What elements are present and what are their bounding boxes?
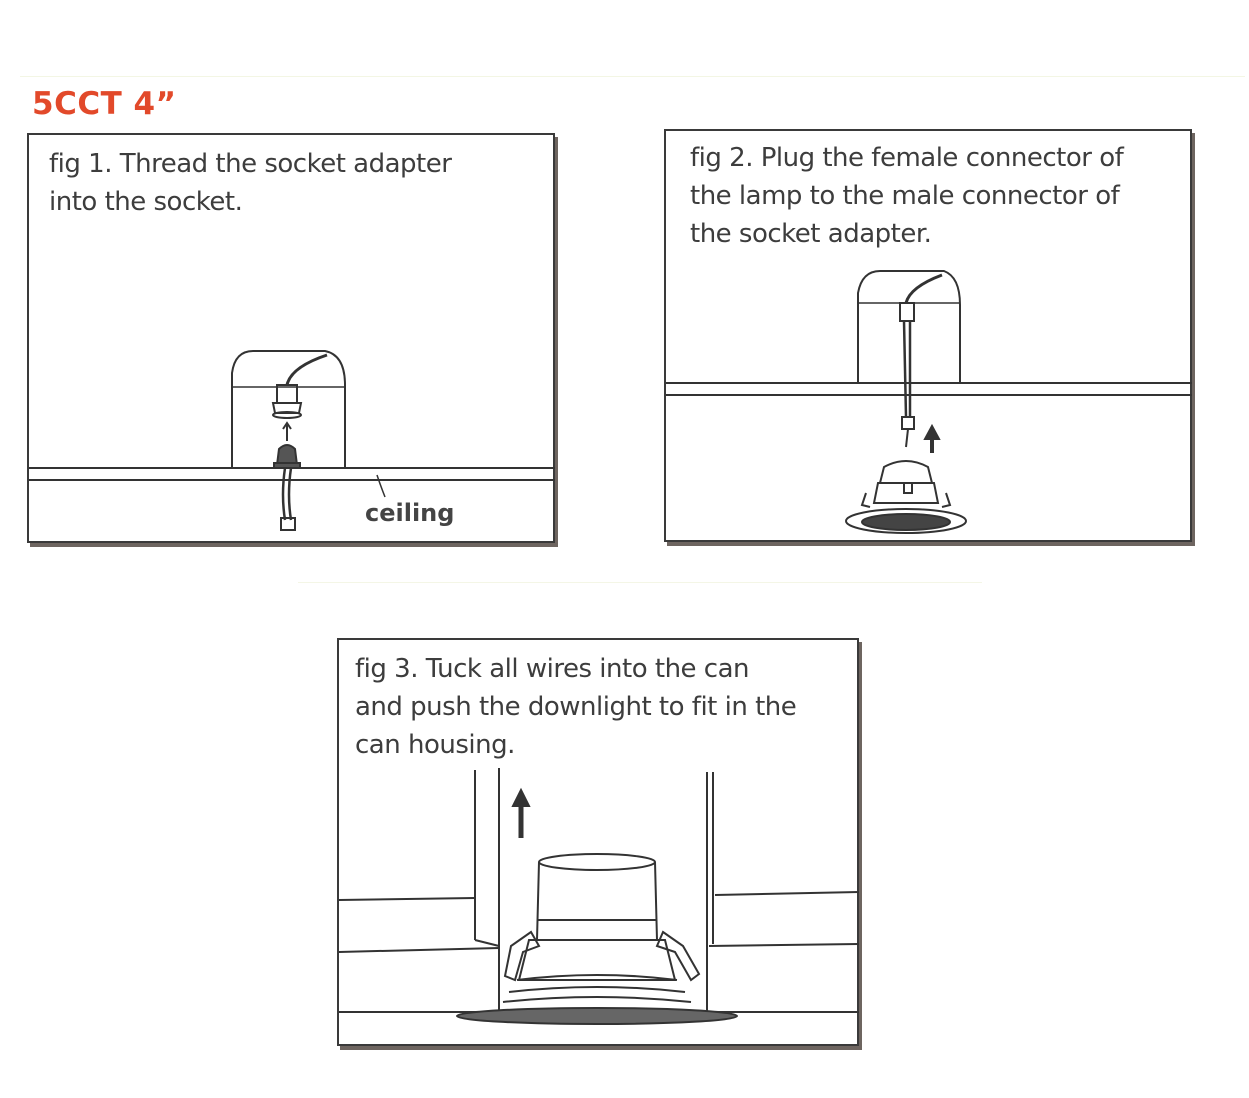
caption-line: into the socket.: [49, 187, 243, 217]
caption-line: fig 1. Thread the socket adapter: [49, 149, 452, 179]
figure-1-caption: fig 1. Thread the socket adapter into th…: [49, 145, 452, 221]
figure-1: fig 1. Thread the socket adapter into th…: [27, 133, 555, 543]
caption-line: fig 3. Tuck all wires into the can: [355, 654, 750, 684]
socket-adapter-illustration: [29, 350, 555, 531]
caption-line: the lamp to the male connector of: [690, 181, 1120, 211]
downlight-install-illustration: [339, 768, 860, 1025]
figure-3: fig 3. Tuck all wires into the can and p…: [337, 638, 860, 1046]
connector-plug-illustration: [666, 270, 1192, 534]
figure-2: fig 2. Plug the female connector of the …: [664, 129, 1192, 542]
figure-3-caption: fig 3. Tuck all wires into the can and p…: [355, 650, 797, 764]
caption-line: can housing.: [355, 730, 515, 760]
middle-divider: [298, 582, 982, 583]
caption-line: fig 2. Plug the female connector of: [690, 143, 1124, 173]
ceiling-label: ceiling: [365, 499, 455, 527]
caption-line: the socket adapter.: [690, 219, 932, 249]
caption-line: and push the downlight to fit in the: [355, 692, 797, 722]
figure-2-caption: fig 2. Plug the female connector of the …: [690, 139, 1124, 253]
top-divider: [20, 76, 1245, 77]
product-title: 5CCT 4”: [32, 86, 177, 122]
